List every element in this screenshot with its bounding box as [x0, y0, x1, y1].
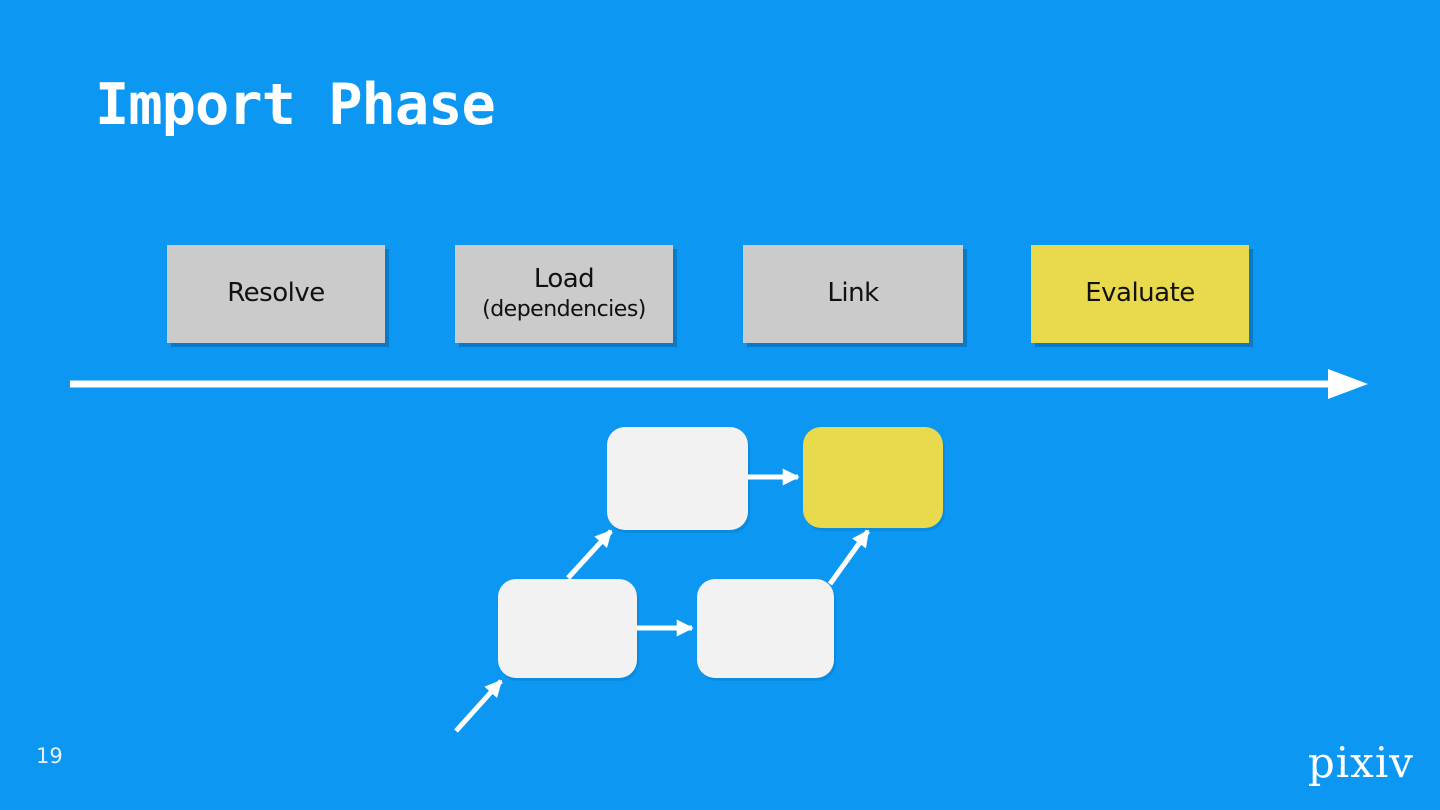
phase-label: Evaluate	[1085, 278, 1195, 309]
phase-label: Link	[827, 278, 879, 309]
graph-node-top-left	[607, 427, 748, 530]
page-title: Import Phase	[95, 72, 496, 138]
timeline-arrow	[70, 369, 1368, 399]
phase-box-load: Load (dependencies)	[455, 245, 673, 343]
edge-external-to-bottom-left	[454, 679, 503, 733]
phase-sublabel: (dependencies)	[482, 297, 646, 323]
phase-label: Resolve	[227, 278, 325, 309]
phase-label: Load	[533, 264, 595, 295]
graph-node-bottom-middle	[697, 579, 834, 678]
edge-bottom-middle-to-top-right	[827, 529, 871, 586]
graph-node-top-right	[803, 427, 943, 528]
phase-box-evaluate: Evaluate	[1031, 245, 1249, 343]
pixiv-logo: pixiv	[1307, 738, 1414, 787]
graph-node-bottom-left	[498, 579, 637, 678]
edge-bottom-left-to-top-left	[566, 529, 613, 580]
phase-box-resolve: Resolve	[167, 245, 385, 343]
page-number: 19	[36, 744, 63, 768]
phase-box-link: Link	[743, 245, 963, 343]
